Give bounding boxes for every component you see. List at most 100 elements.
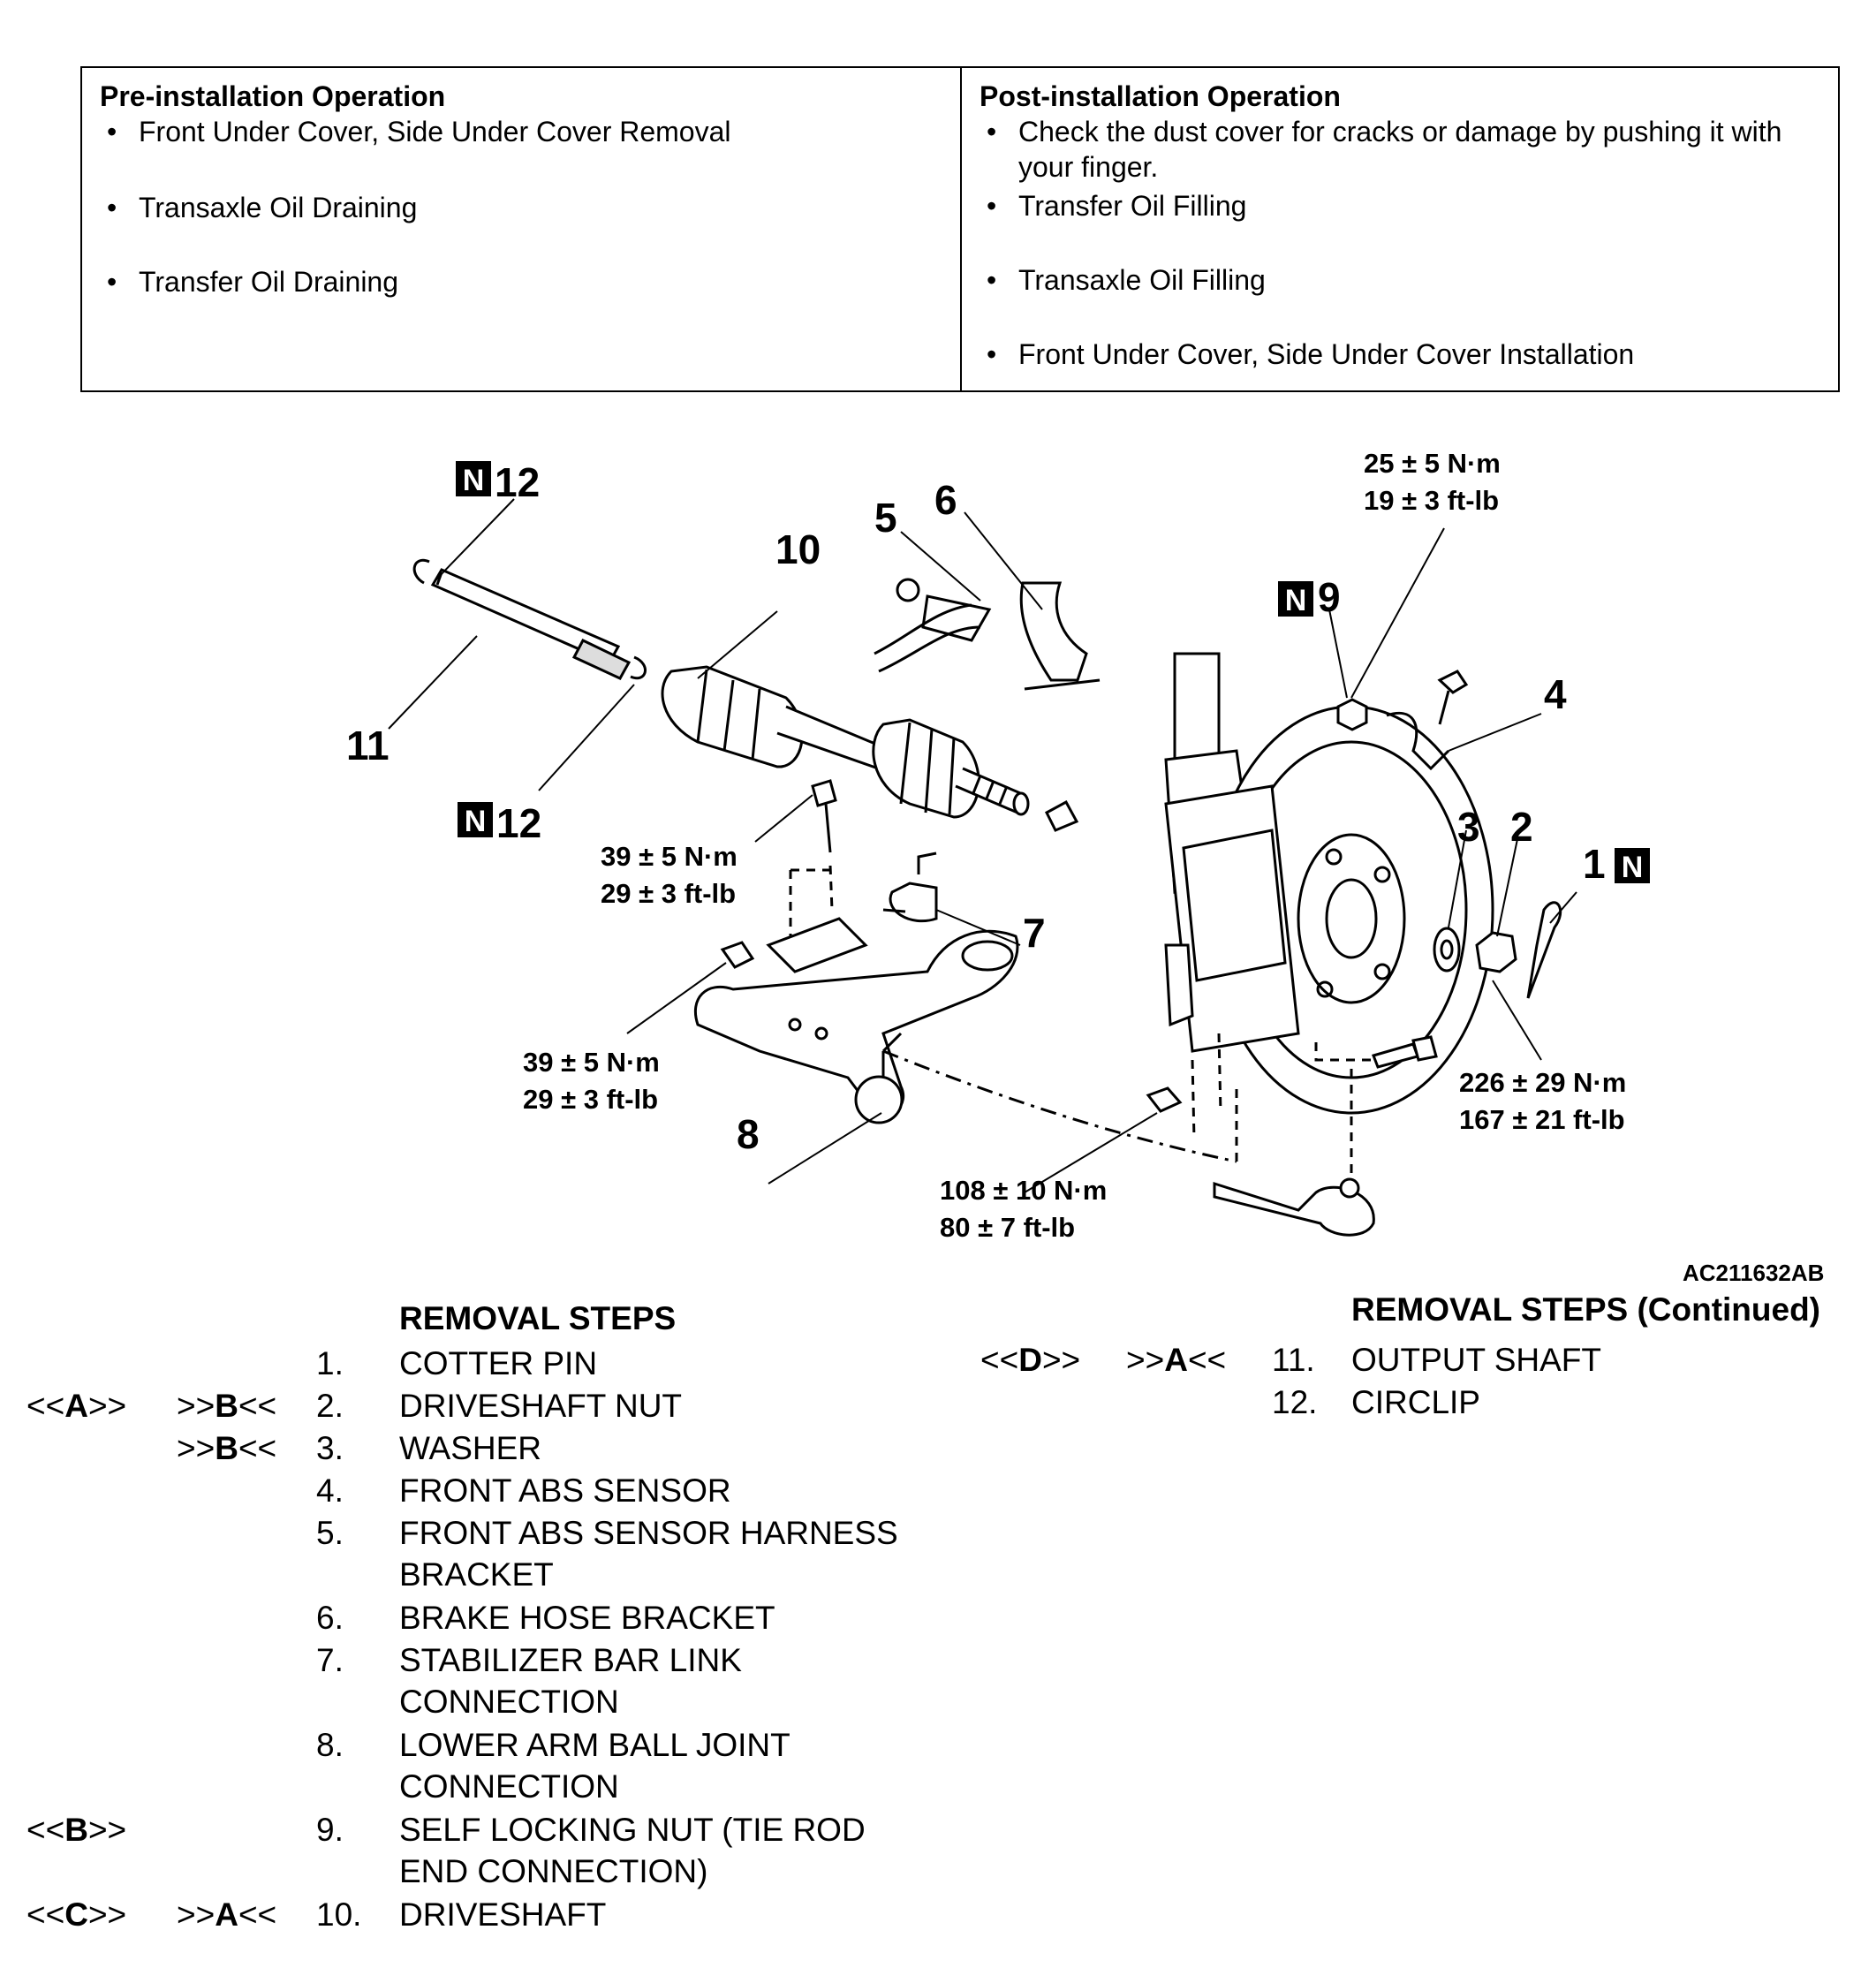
- step-label: FRONT ABS SENSOR HARNESS: [399, 1515, 898, 1551]
- removal-step-8: 8. LOWER ARM BALL JOINT: [0, 1724, 972, 1767]
- service-mark-letter: B: [215, 1430, 238, 1466]
- step-label-line-2: CONNECTION: [399, 1768, 619, 1805]
- torque-knuckle-nut-nm: 108 ± 10 N·m: [940, 1175, 1107, 1206]
- callout-11: 11: [346, 723, 390, 768]
- removal-service-mark: <<C>>: [26, 1896, 127, 1933]
- service-mark-letter: B: [64, 1812, 88, 1848]
- sensor-and-nut-illustration: [1336, 670, 1469, 771]
- callout-2: 2: [1510, 804, 1533, 850]
- hub-fasteners-illustration: [1433, 901, 1562, 999]
- post-installation-column: Post-installation Operation Check the du…: [962, 68, 1838, 390]
- removal-step-8-continued: CONNECTION: [0, 1766, 972, 1808]
- exploded-diagram: N N N N 12 12 11 10 5 6 9 4 3 2 1 7 8 25…: [0, 415, 1876, 1290]
- torque-nut-9-nm: 25 ± 5 N·m: [1364, 448, 1501, 479]
- torque-lower-nut-nm: 39 ± 5 N·m: [523, 1047, 660, 1078]
- installation-service-mark: >>B<<: [177, 1388, 277, 1424]
- callout-3: 3: [1457, 804, 1480, 850]
- removal-service-mark: <<B>>: [26, 1812, 127, 1848]
- callout-9: 9: [1318, 574, 1341, 620]
- step-label-line-2: BRACKET: [399, 1556, 554, 1593]
- removal-step-10: <<C>> >>A<< 10. DRIVESHAFT: [0, 1894, 972, 1936]
- post-item-1: Check the dust cover for cracks or damag…: [980, 114, 1820, 185]
- tie-rod-illustration: [882, 1033, 1438, 1237]
- callout-12-top: 12: [495, 459, 540, 505]
- figure-code: AC211632AB: [1683, 1260, 1824, 1286]
- n-badge-bottom-12: N: [458, 802, 493, 838]
- step-label: FRONT ABS SENSOR: [399, 1472, 731, 1509]
- callout-1: 1: [1583, 841, 1606, 887]
- torque-knuckle-nut-ft: 80 ± 7 ft-lb: [940, 1212, 1075, 1243]
- callout-7: 7: [1023, 910, 1046, 956]
- step-label: CIRCLIP: [1351, 1384, 1480, 1420]
- output-shaft-illustration: [412, 558, 647, 680]
- stabilizer-link-illustration: [766, 779, 938, 973]
- step-label: DRIVESHAFT NUT: [399, 1388, 683, 1424]
- step-label: LOWER ARM BALL JOINT: [399, 1727, 790, 1763]
- removal-steps-heading: REMOVAL STEPS: [399, 1300, 677, 1336]
- callout-12-bottom: 12: [496, 800, 541, 846]
- removal-service-mark: <<D>>: [980, 1342, 1081, 1378]
- driveshaft-illustration: [661, 665, 1079, 832]
- post-installation-title: Post-installation Operation: [980, 80, 1341, 112]
- step-label: STABILIZER BAR LINK: [399, 1642, 742, 1678]
- removal-step-3: >>B<< 3. WASHER: [0, 1427, 972, 1470]
- service-mark-letter: A: [1164, 1342, 1188, 1378]
- service-mark-letter: B: [215, 1388, 238, 1424]
- torque-lower-nut-ft: 29 ± 3 ft-lb: [523, 1084, 658, 1115]
- removal-step-5: 5. FRONT ABS SENSOR HARNESS: [0, 1512, 972, 1555]
- step-label: BRAKE HOSE BRACKET: [399, 1600, 775, 1636]
- installation-service-mark: >>A<<: [1126, 1342, 1227, 1378]
- installation-service-mark: >>B<<: [177, 1430, 277, 1466]
- torque-upper-bolt-ft: 29 ± 3 ft-lb: [601, 878, 736, 909]
- post-item-4: Front Under Cover, Side Under Cover Inst…: [980, 337, 1820, 372]
- n-badge-bottom-12-letter: N: [465, 805, 487, 838]
- callout-8: 8: [737, 1111, 760, 1157]
- step-number: 2.: [316, 1388, 344, 1424]
- pre-installation-title: Pre-installation Operation: [100, 80, 446, 112]
- n-badge-9-letter: N: [1285, 584, 1307, 617]
- n-badge-top-12-letter: N: [463, 464, 485, 497]
- n-badge-1-letter: N: [1622, 851, 1644, 884]
- service-mark-letter: D: [1018, 1342, 1042, 1378]
- torque-hub-nut-nm: 226 ± 29 N·m: [1459, 1067, 1626, 1098]
- n-badge-1: N: [1615, 848, 1650, 884]
- step-label: DRIVESHAFT: [399, 1896, 607, 1933]
- step-label: WASHER: [399, 1430, 542, 1466]
- step-number: 1.: [316, 1345, 344, 1381]
- removal-step-11: <<D>> >>A<< 11. OUTPUT SHAFT: [0, 1339, 1876, 1381]
- step-number: 8.: [316, 1727, 344, 1763]
- removal-steps-continued-heading: REMOVAL STEPS (Continued): [1351, 1291, 1821, 1328]
- removal-steps-section: REMOVAL STEPS REMOVAL STEPS (Continued) …: [0, 1291, 1876, 1979]
- step-number: 12.: [1272, 1384, 1318, 1420]
- removal-step-7: 7. STABILIZER BAR LINK: [0, 1639, 972, 1682]
- service-mark-letter: A: [215, 1896, 238, 1933]
- pre-item-3: Transfer Oil Draining: [100, 264, 942, 299]
- service-mark-letter: C: [64, 1896, 88, 1933]
- callout-6: 6: [934, 477, 957, 523]
- step-number: 7.: [316, 1642, 344, 1678]
- removal-step-6: 6. BRAKE HOSE BRACKET: [0, 1597, 972, 1639]
- pre-item-2: Transaxle Oil Draining: [100, 190, 942, 225]
- service-mark-letter: A: [64, 1388, 88, 1424]
- n-badge-top-12: N: [456, 461, 491, 497]
- step-label-line-2: CONNECTION: [399, 1684, 619, 1720]
- removal-step-9: <<B>> 9. SELF LOCKING NUT (TIE ROD: [0, 1809, 972, 1851]
- post-item-3: Transaxle Oil Filling: [980, 262, 1820, 298]
- pre-installation-column: Pre-installation Operation Front Under C…: [82, 68, 962, 390]
- post-item-2: Transfer Oil Filling: [980, 188, 1820, 223]
- removal-step-2: <<A>> >>B<< 2. DRIVESHAFT NUT: [0, 1385, 972, 1427]
- step-number: 3.: [316, 1430, 344, 1466]
- removal-step-1: 1. COTTER PIN: [0, 1343, 972, 1385]
- bracket-illustrations: [874, 578, 1101, 691]
- step-number: 5.: [316, 1515, 344, 1551]
- installation-service-mark: >>A<<: [177, 1896, 277, 1933]
- torque-hub-nut-ft: 167 ± 21 ft-lb: [1459, 1104, 1625, 1135]
- step-number: 4.: [316, 1472, 344, 1509]
- callout-10: 10: [775, 526, 821, 572]
- callout-5: 5: [874, 495, 897, 541]
- diagram-drawing: N N N N 12 12 11 10 5 6 9 4 3 2 1 7 8 25…: [346, 448, 1824, 1286]
- step-number: 6.: [316, 1600, 344, 1636]
- removal-step-7-continued: CONNECTION: [0, 1681, 972, 1723]
- step-label: OUTPUT SHAFT: [1351, 1342, 1601, 1378]
- torque-upper-bolt-nm: 39 ± 5 N·m: [601, 841, 738, 872]
